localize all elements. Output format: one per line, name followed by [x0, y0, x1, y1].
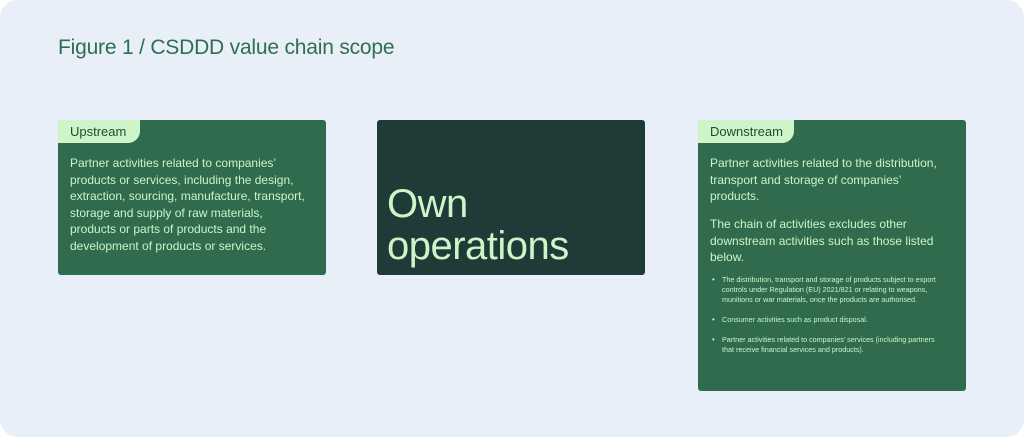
- upstream-description: Partner activities related to companies’…: [70, 156, 305, 253]
- downstream-exclusions-intro: The chain of activities excludes other d…: [710, 217, 934, 264]
- own-operations-box: Own operations: [377, 120, 645, 275]
- downstream-exclusion-item: The distribution, transport and storage …: [712, 275, 948, 305]
- downstream-exclusion-item: Consumer activities such as product disp…: [712, 315, 948, 325]
- own-operations-label: Own operations: [387, 182, 569, 268]
- figure-title: Figure 1 / CSDDD value chain scope: [58, 36, 395, 59]
- upstream-tab-label: Upstream: [58, 120, 140, 143]
- downstream-exclusions-list: The distribution, transport and storage …: [712, 275, 948, 365]
- downstream-tab-label: Downstream: [698, 120, 794, 143]
- downstream-box: Downstream Partner activities related to…: [698, 120, 966, 391]
- downstream-description: Partner activities related to the distri…: [710, 156, 937, 203]
- upstream-box: Upstream Partner activities related to c…: [58, 120, 326, 275]
- downstream-exclusion-item: Partner activities related to companies’…: [712, 335, 948, 355]
